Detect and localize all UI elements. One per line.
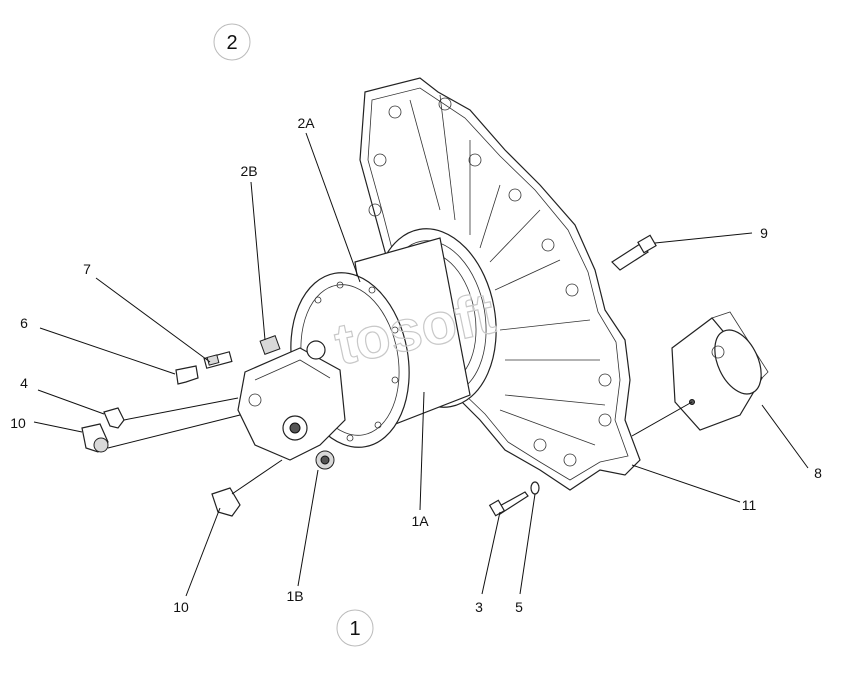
- leader-lines: [33, 132, 809, 597]
- bolt-3: [488, 491, 529, 517]
- callout-9: 9: [760, 225, 768, 241]
- fitting-10-left: [81, 423, 109, 453]
- callout-5: 5: [515, 599, 523, 615]
- leader-8: [761, 404, 809, 469]
- leader-4: [37, 389, 105, 415]
- leader-2A: [305, 132, 361, 283]
- callout-7: 7: [83, 261, 91, 277]
- leader-1B: [297, 469, 319, 587]
- cover-plate-8: [671, 311, 769, 431]
- callout-4: 4: [20, 375, 28, 391]
- callout-1A: 1A: [411, 513, 429, 529]
- mounting-plate: [359, 77, 641, 491]
- connector-10-left: [107, 414, 241, 449]
- leader-9: [654, 232, 753, 244]
- leader-1A: [419, 391, 425, 511]
- callout-8: 8: [814, 465, 822, 481]
- leader-5: [519, 493, 536, 595]
- fitting-7: [203, 351, 233, 369]
- leader-10-left: [33, 421, 83, 433]
- callout-1B: 1B: [286, 588, 303, 604]
- view-marker-1: 1: [336, 609, 374, 647]
- view-marker-2-label: 2: [226, 32, 237, 54]
- callout-2B: 2B: [240, 163, 257, 179]
- callout-10-bottom: 10: [173, 599, 189, 615]
- callout-3: 3: [475, 599, 483, 615]
- callout-6: 6: [20, 315, 28, 331]
- view-marker-1-label: 1: [349, 618, 360, 640]
- connector-8: [631, 401, 693, 437]
- fitting-6: [175, 365, 199, 385]
- callout-2A: 2A: [297, 115, 315, 131]
- hydraulic-motor: [237, 335, 346, 470]
- leader-2B: [250, 181, 266, 341]
- fitting-10-bottom: [211, 487, 241, 517]
- callout-labels: 2A 2B 7 6 4 10 10 1B 1A 3 5 11 8 9: [10, 115, 822, 615]
- view-marker-2: 2: [213, 23, 251, 61]
- washer-5: [530, 481, 540, 495]
- leader-10-bottom: [185, 507, 221, 597]
- leader-3: [481, 511, 501, 595]
- callout-11: 11: [742, 497, 757, 513]
- connector-4: [123, 397, 239, 421]
- leader-11: [631, 464, 741, 503]
- leader-7: [95, 277, 211, 363]
- connector-10-bottom: [231, 459, 283, 495]
- fitting-4: [103, 407, 125, 429]
- callout-10-left: 10: [10, 415, 26, 431]
- leader-6: [39, 327, 176, 375]
- bolt-9: [611, 234, 657, 271]
